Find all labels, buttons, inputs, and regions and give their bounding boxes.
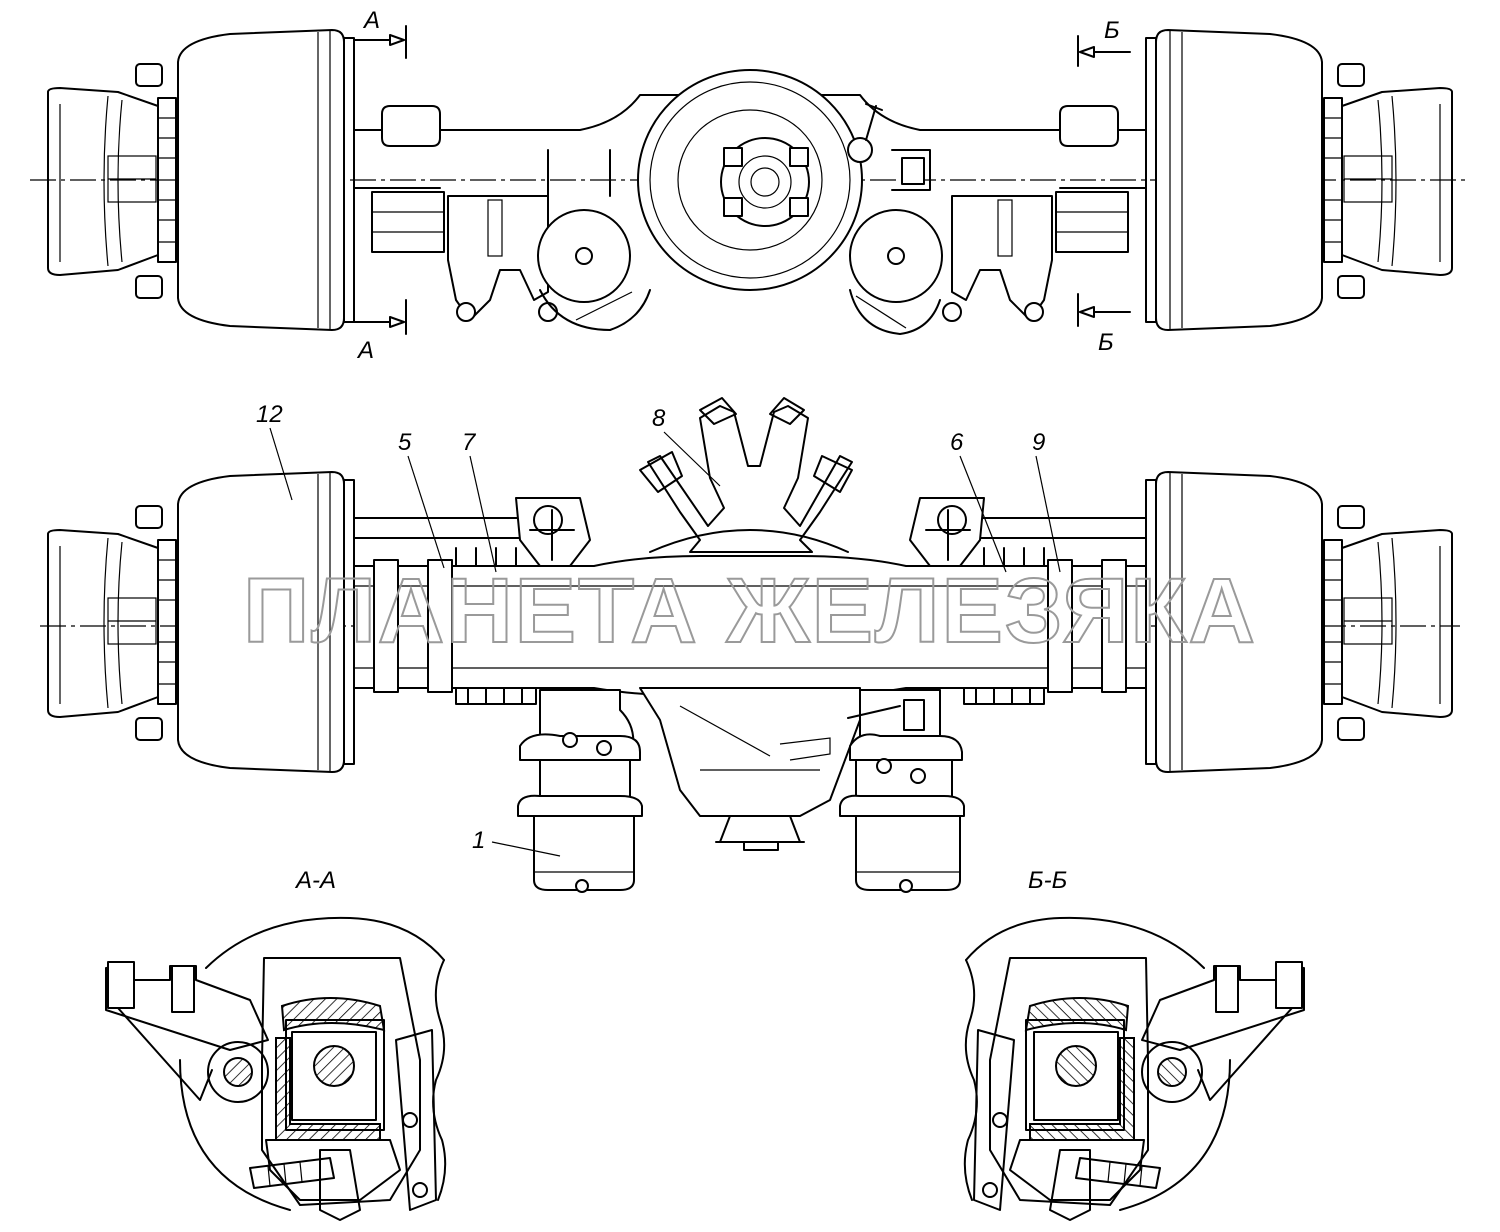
section-mark-a-top: А bbox=[362, 7, 380, 34]
callout-9: 9 bbox=[1032, 429, 1045, 456]
section-bb bbox=[963, 916, 1305, 1221]
section-mark-b-top: Б bbox=[1104, 17, 1120, 44]
top-view bbox=[30, 25, 1470, 335]
callout-6: 6 bbox=[950, 429, 964, 456]
callout-8: 8 bbox=[652, 405, 666, 432]
section-title-bb: Б-Б bbox=[1028, 867, 1067, 894]
section-aa bbox=[105, 916, 447, 1221]
callout-7: 7 bbox=[462, 429, 477, 456]
callout-1: 1 bbox=[472, 827, 485, 854]
callout-5: 5 bbox=[398, 429, 412, 456]
front-view bbox=[40, 397, 1460, 893]
section-mark-b-bottom: Б bbox=[1098, 329, 1114, 356]
callout-12: 12 bbox=[256, 401, 283, 428]
watermark: ПЛАНЕТА ЖЕЛЕЗЯКА bbox=[243, 560, 1257, 662]
section-title-aa: А-А bbox=[294, 867, 336, 894]
section-mark-a-bottom: А bbox=[356, 337, 374, 364]
